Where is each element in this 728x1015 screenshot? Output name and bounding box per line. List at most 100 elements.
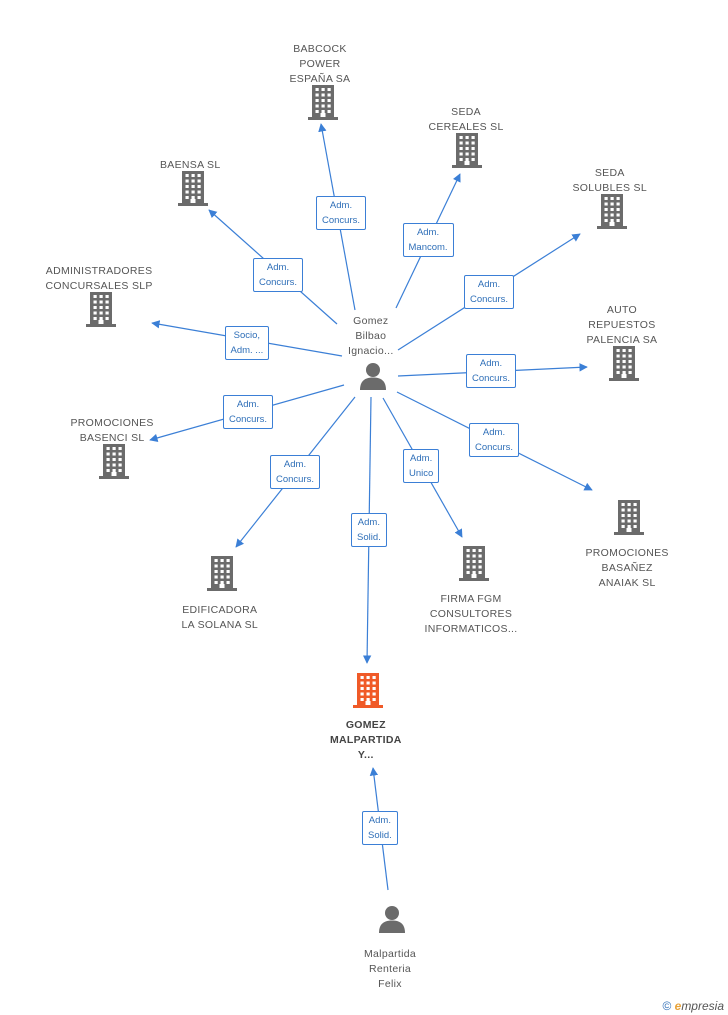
building-icon [609, 346, 639, 381]
building-icon [452, 133, 482, 168]
relation-label[interactable]: Adm. Concurs. [270, 455, 321, 489]
building-icon-wrapper[interactable] [206, 555, 238, 596]
node-label-line: FIRMA FGM [440, 593, 502, 605]
node-label-line: BAENSA SL [160, 159, 221, 171]
node-label[interactable]: BAENSA SL [160, 158, 220, 173]
relation-label-line: Concurs. [475, 442, 514, 453]
node-label-line: GOMEZ [345, 719, 386, 731]
building-icon-wrapper[interactable] [307, 84, 339, 125]
building-icon-wrapper[interactable] [177, 170, 209, 211]
building-icon [614, 500, 644, 535]
relation-label[interactable]: Adm. Concurs. [316, 196, 367, 230]
node-label-line: SEDA [451, 106, 481, 118]
building-icon [597, 194, 627, 229]
relation-label-line: Adm. [368, 815, 391, 826]
relation-label[interactable]: Adm. Concurs. [466, 354, 517, 388]
node-label-line: Y... [357, 749, 374, 761]
node-label[interactable]: GOMEZ MALPARTIDA Y... [330, 718, 402, 763]
node-label-line: INFORMATICOS... [424, 623, 518, 635]
node-label-line: Gomez [353, 315, 389, 327]
node-label[interactable]: AUTO REPUESTOS PALENCIA SA [587, 303, 658, 348]
building-icon-wrapper[interactable] [85, 291, 117, 332]
building-icon-wrapper[interactable] [613, 499, 645, 540]
building-icon-wrapper[interactable] [98, 443, 130, 484]
node-label-line: EDIFICADORA [182, 604, 258, 616]
node-label-line: REPUESTOS [588, 319, 656, 331]
empresia-logo: empresia [674, 999, 724, 1013]
node-label[interactable]: EDIFICADORA LA SOLANA SL [182, 603, 259, 633]
relation-label-line: Adm. [416, 227, 440, 238]
relation-label-line: Concurs. [472, 373, 511, 384]
node-label-line: MALPARTIDA [330, 734, 402, 746]
relation-label-line: Adm. [329, 200, 353, 211]
relation-label-line: Solid. [357, 532, 381, 543]
copyright-symbol: © [662, 999, 672, 1013]
building-icon [178, 171, 208, 206]
person-icon-wrapper[interactable] [377, 904, 407, 939]
relation-label-line: Concurs. [322, 215, 361, 226]
building-icon-wrapper[interactable] [451, 132, 483, 173]
relation-label-line: Socio, [233, 330, 261, 341]
relation-label-line: Concurs. [470, 294, 509, 305]
node-label-line: Malpartida [364, 948, 417, 960]
relation-label-line: Mancom. [408, 242, 448, 253]
building-icon [308, 85, 338, 120]
node-label-line: Renteria [368, 963, 412, 975]
building-icon-wrapper[interactable] [458, 545, 490, 586]
node-label-line: CONSULTORES [429, 608, 513, 620]
building-icon-wrapper[interactable] [352, 672, 384, 713]
node-label[interactable]: SEDA CEREALES SL [429, 105, 504, 135]
relation-label[interactable]: Adm.Concurs. [469, 423, 520, 457]
relation-label-line: Solid. [368, 830, 392, 841]
building-icon [207, 556, 237, 591]
relation-label[interactable]: Adm.Solid. [351, 513, 387, 547]
node-label-line: Ignacio... [348, 345, 394, 357]
node-label-line: Bilbao [355, 330, 387, 342]
relation-label-line: Concurs. [259, 277, 298, 288]
node-label[interactable]: BABCOCK POWER ESPAÑA SA [290, 42, 351, 87]
node-label-line: SEDA [594, 167, 625, 179]
node-label-line: PALENCIA SA [586, 334, 658, 346]
person-icon-wrapper[interactable] [358, 361, 388, 396]
node-label[interactable]: PROMOCIONES BASAÑEZ ANAIAK SL [586, 546, 669, 591]
relation-label-line: Adm. [236, 399, 260, 410]
relation-label[interactable]: Adm. Concurs. [464, 275, 515, 309]
relation-label[interactable]: Adm.Concurs. [223, 395, 274, 429]
relation-label-line: Adm. [266, 262, 290, 273]
relation-label-line: Adm. ... [230, 345, 264, 356]
building-icon-wrapper[interactable] [608, 345, 640, 386]
footer-brand[interactable]: © empresia [662, 999, 724, 1013]
node-label[interactable]: SEDA SOLUBLES SL [573, 166, 648, 196]
node-label-line: BASAÑEZ [601, 562, 653, 574]
relation-label-line: Adm. [479, 358, 503, 369]
building-icon [459, 546, 489, 581]
node-label-line: BABCOCK [293, 43, 347, 55]
relation-label-line: Concurs. [276, 474, 315, 485]
node-label[interactable]: ADMINISTRADORES CONCURSALES SLP [46, 264, 153, 294]
node-label-line: ADMINISTRADORES [45, 265, 153, 277]
relation-label-line: Adm. [477, 279, 501, 290]
node-label-line: CEREALES SL [428, 121, 504, 133]
node-label-line: ANAIAK SL [598, 577, 656, 589]
relation-label[interactable]: Adm. Solid. [362, 811, 398, 845]
building-icon [353, 673, 383, 708]
node-label-line: CONCURSALES SLP [45, 280, 153, 292]
node-label-line: AUTO [606, 304, 637, 316]
relation-label-line: Adm. [283, 459, 307, 470]
relation-label[interactable]: Adm. Concurs. [253, 258, 304, 292]
node-label[interactable]: FIRMA FGM CONSULTORES INFORMATICOS... [425, 592, 518, 637]
node-label-line: ESPAÑA SA [289, 73, 351, 85]
node-label-line: PROMOCIONES [585, 547, 669, 559]
person-icon [379, 906, 405, 933]
node-label-line: LA SOLANA SL [181, 619, 259, 631]
building-icon [86, 292, 116, 327]
node-label-line: SOLUBLES SL [572, 182, 648, 194]
node-label-line: POWER [299, 58, 341, 70]
relation-label[interactable]: Socio, Adm. ... [224, 326, 270, 360]
relation-label[interactable]: Adm. Mancom. [402, 223, 454, 257]
relation-label[interactable]: Adm.Unico [403, 449, 440, 483]
building-icon-wrapper[interactable] [596, 193, 628, 234]
